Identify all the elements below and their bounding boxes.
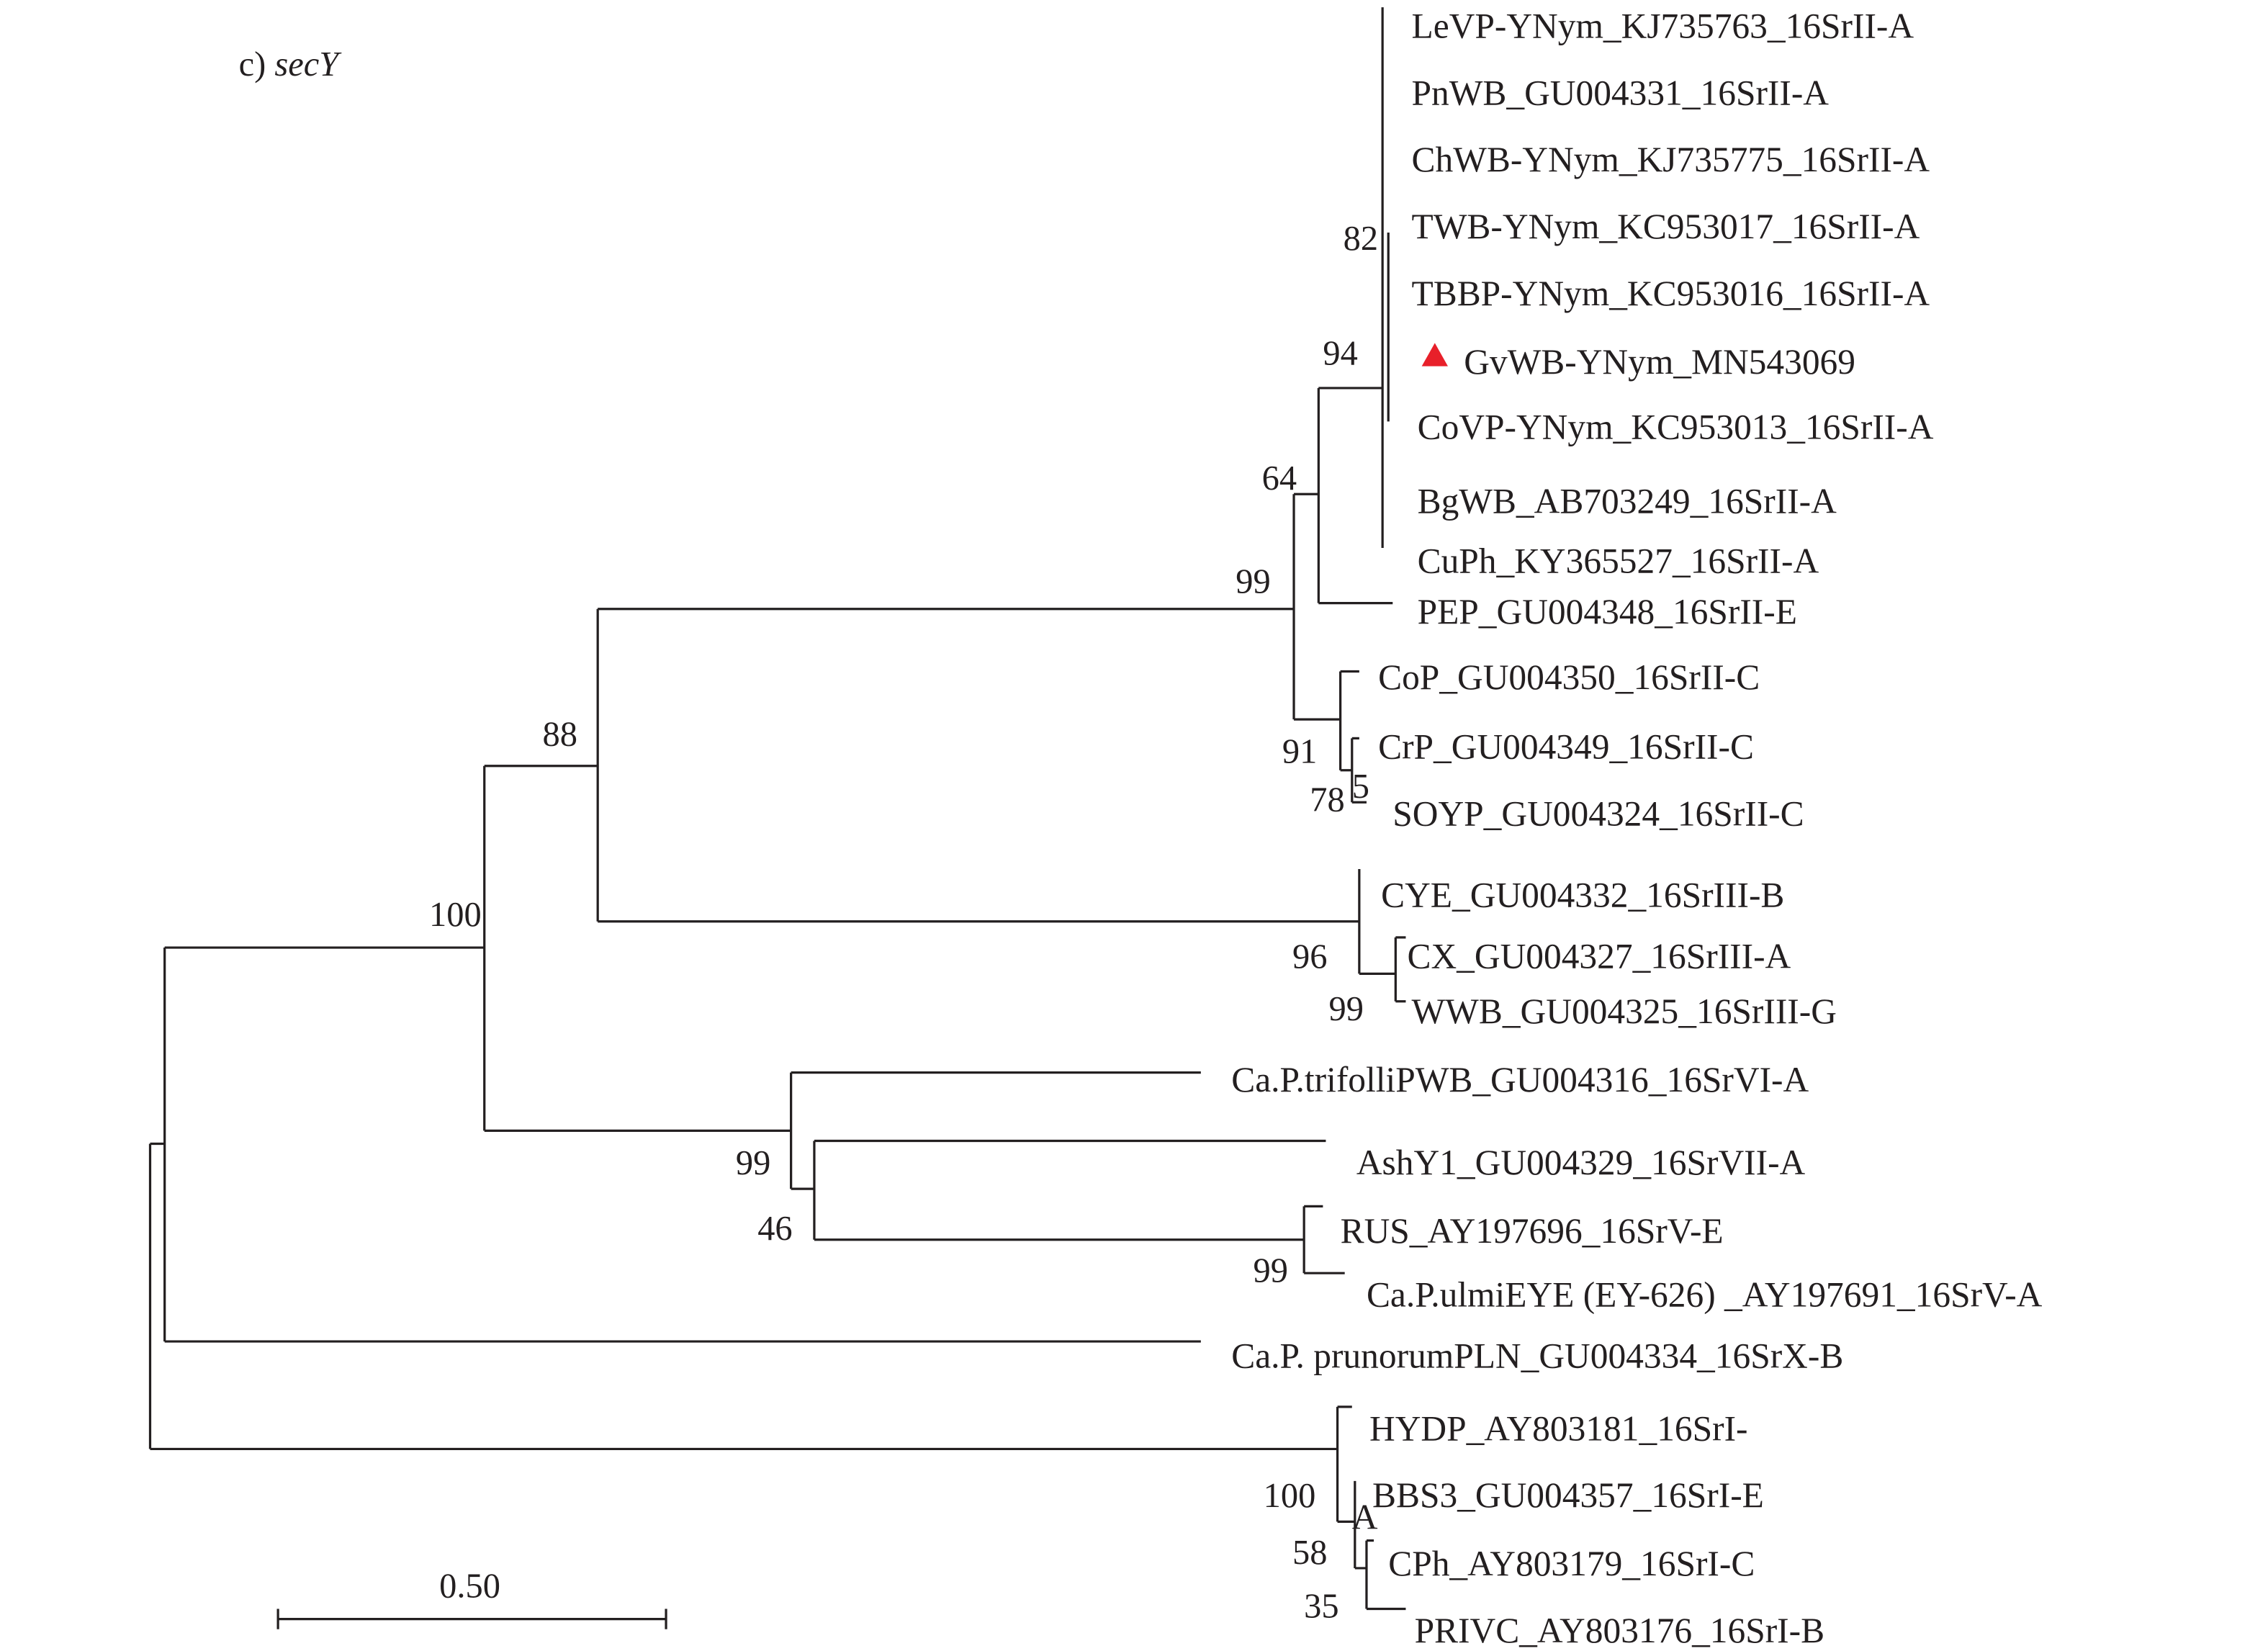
leaf-label: PRIVC_AY803176_16SrI-B bbox=[1415, 1611, 1825, 1650]
leaf-label: CX_GU004327_16SrIII-A bbox=[1407, 936, 1791, 976]
scale-bar-label: 0.50 bbox=[439, 1567, 500, 1605]
leaf-label: CPh_AY803179_16SrI-C bbox=[1388, 1544, 1755, 1583]
bootstrap-value: 35 bbox=[1304, 1588, 1338, 1626]
bootstrap-value: 96 bbox=[1292, 937, 1327, 976]
bootstrap-value: 94 bbox=[1323, 335, 1357, 373]
bootstrap-value: 100 bbox=[1264, 1477, 1316, 1515]
leaf-label: BgWB_AB703249_16SrII-A bbox=[1418, 482, 1837, 521]
panel-title: c) secY bbox=[239, 45, 343, 84]
leaf-label: CYE_GU004332_16SrIII-B bbox=[1381, 876, 1784, 915]
triangle-icon bbox=[1421, 343, 1448, 366]
leaf-label: CuPh_KY365527_16SrII-A bbox=[1418, 541, 1819, 580]
leaf-label: CrP_GU004349_16SrII-C bbox=[1378, 727, 1754, 767]
leaf-label: ChWB-YNym_KJ735775_16SrII-A bbox=[1412, 140, 1930, 179]
leaf-label: GvWB-YNym_MN543069 bbox=[1464, 342, 1855, 382]
leaf-label: WWB_GU004325_16SrIII-G bbox=[1412, 991, 1837, 1031]
leaf-label: TWB-YNym_KC953017_16SrII-A bbox=[1412, 207, 1920, 246]
leaf-label: Ca.P. prunorumPLN_GU004334_16SrX-B bbox=[1231, 1336, 1843, 1375]
leaf-label: RUS_AY197696_16SrV-E bbox=[1341, 1211, 1724, 1251]
bootstrap-value: 99 bbox=[1328, 990, 1363, 1028]
bootstrap-value: 46 bbox=[757, 1210, 792, 1248]
bootstrap-value: 100 bbox=[429, 896, 482, 934]
bootstrap-value: 58 bbox=[1292, 1534, 1327, 1572]
bootstrap-value: 91 bbox=[1282, 733, 1317, 771]
leaf-label: PEP_GU004348_16SrII-E bbox=[1418, 592, 1797, 631]
scale-bar: 0.50 bbox=[276, 1567, 667, 1629]
leaf-label: AshY1_GU004329_16SrVII-A bbox=[1356, 1143, 1806, 1182]
bootstrap-value: 64 bbox=[1262, 459, 1297, 498]
leaf-label: BBS3_GU004357_16SrI-E bbox=[1372, 1475, 1764, 1515]
bootstrap-value: 88 bbox=[542, 715, 577, 753]
leaf-label: LeVP-YNym_KJ735763_16SrII-A bbox=[1412, 6, 1914, 45]
leaf-label: TBBP-YNym_KC953016_16SrII-A bbox=[1412, 274, 1930, 313]
leaf-label: Ca.P.trifolliPWB_GU004316_16SrVI-A bbox=[1231, 1060, 1809, 1099]
wrapped-label-fragment: A bbox=[1352, 1497, 1378, 1537]
leaf-label: CoP_GU004350_16SrII-C bbox=[1378, 657, 1760, 697]
bootstrap-value: 78 bbox=[1310, 780, 1344, 819]
bootstrap-value: 82 bbox=[1344, 220, 1378, 258]
bootstrap-value: 99 bbox=[1236, 563, 1270, 601]
bootstrap-value: 99 bbox=[1254, 1251, 1288, 1290]
leaf-label: Ca.P.ulmiEYE (EY-626) _AY197691_16SrV-A bbox=[1367, 1275, 2043, 1315]
leaf-label: HYDP_AY803181_16SrI- bbox=[1369, 1408, 1748, 1448]
leaf-label: CoVP-YNym_KC953013_16SrII-A bbox=[1418, 408, 1934, 447]
bootstrap-value: 5 bbox=[1352, 768, 1369, 806]
bootstrap-value: 99 bbox=[736, 1144, 770, 1182]
leaf-labels: LeVP-YNym_KJ735763_16SrII-A PnWB_GU004331… bbox=[1231, 6, 2042, 1650]
leaf-label: SOYP_GU004324_16SrII-C bbox=[1392, 794, 1804, 834]
leaf-label: PnWB_GU004331_16SrII-A bbox=[1412, 73, 1830, 112]
tree-branches bbox=[148, 7, 1406, 1611]
